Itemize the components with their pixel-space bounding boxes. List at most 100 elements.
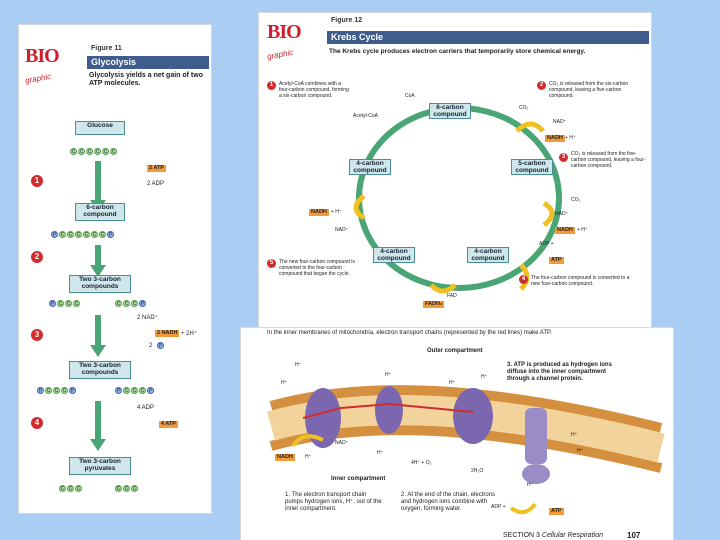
three-carbon-chain-c: P C C C P [37, 387, 76, 395]
phosphate-dot: P [49, 300, 56, 307]
glycolysis-panel: BIO graphic Figure 11 Glycolysis Glycoly… [18, 24, 212, 514]
atp-label: ATP [549, 257, 564, 264]
four-carbon-label-bottom-left: 4-carbon compound [377, 248, 410, 262]
page-number: 107 [627, 531, 640, 540]
nadh-label: NADH [309, 209, 329, 216]
h-plus-label: + H⁺ [577, 227, 588, 233]
phosphate-dot: P [69, 387, 76, 394]
carbon-dot: C [102, 148, 109, 155]
flow-arrow-shaft [95, 161, 101, 201]
carbon-dot: C [83, 231, 90, 238]
bio-graphic-logo: BIO graphic [25, 45, 59, 86]
step-2-text: CO₂ is released from the six-carbon comp… [549, 81, 639, 99]
carrier-curve [517, 124, 543, 131]
phosphate-dot: P [37, 387, 44, 394]
glucose-box: Glucose [75, 121, 125, 135]
phosphate-dot: P [139, 300, 146, 307]
phosphate-dot: P [115, 387, 122, 394]
etc-protein [375, 386, 403, 434]
six-carbon-label: 6-carbon compound [83, 204, 116, 218]
step-1-marker: 1 [267, 81, 276, 90]
carbon-dot: C [131, 485, 138, 492]
carbon-dot: C [53, 387, 60, 394]
co2-label: CO₂ [519, 105, 528, 111]
logo-graphic-text: graphic [24, 72, 51, 85]
phosphate-dot: P [107, 231, 114, 238]
carbon-dot: C [99, 231, 106, 238]
step-1-marker: 1 [31, 175, 43, 187]
carbon-dot: C [59, 231, 66, 238]
adp-label: ADP + [539, 241, 554, 247]
footer-section-number: SECTION 3 [503, 532, 540, 539]
carbon-dot: C [115, 300, 122, 307]
pyruvate-chain-a: C C C [59, 485, 82, 493]
carbon-dot: C [67, 485, 74, 492]
nad-2-label: 2 NAD⁺ [137, 315, 158, 322]
h-plus: H⁺ [449, 380, 455, 386]
h-plus: H⁺ [295, 362, 301, 368]
six-carbon-label: 6-carbon compound [433, 104, 466, 118]
carrier-curve [511, 504, 535, 512]
etc-protein [453, 388, 493, 444]
water-label: 2H₂O [471, 468, 483, 474]
h-plus: H⁺ [385, 372, 391, 378]
atp-2-label: 2 ATP [147, 165, 166, 172]
carbon-dot: C [65, 300, 72, 307]
flow-arrow-head [90, 439, 106, 451]
carbon-dot: C [131, 300, 138, 307]
nadh-2-label: 2 NADH [155, 330, 179, 337]
step-5-text: The new four-carbon compound is converte… [279, 259, 355, 277]
step-5-marker: 5 [267, 259, 276, 268]
four-carbon-box-bottom-right: 4-carbon compound [467, 247, 509, 263]
carbon-dot: C [123, 485, 130, 492]
step-4-text: The four-carbon compound is converted to… [531, 275, 631, 287]
five-carbon-box: 5-carbon compound [511, 159, 553, 175]
glucose-label: Glucose [87, 122, 113, 129]
carbon-dot: C [61, 387, 68, 394]
etc-step2-text: 2. At the end of the chain, electrons an… [401, 492, 497, 513]
etc-panel: In the inner membranes of mitochondria, … [240, 327, 674, 540]
carbon-dot: C [67, 231, 74, 238]
nad-label: NAD⁺ [335, 440, 348, 446]
etc-step1-text: 1. The electron transport chain pumps hy… [285, 492, 385, 513]
step-4-marker: 4 [519, 275, 528, 284]
atp-4-label: 4 ATP [159, 421, 178, 428]
phosphate-dot: P [147, 387, 154, 394]
carbon-dot: C [59, 485, 66, 492]
nadh-label: NADH [275, 454, 295, 461]
h-plus: H⁺ [377, 450, 383, 456]
step-3-marker: 3 [31, 329, 43, 341]
nadh-label: NADH [555, 227, 575, 234]
h-plus: H⁺ [281, 380, 287, 386]
step-1-text: Acetyl-CoA combines with a four-carbon c… [279, 81, 351, 99]
carbon-dot: C [70, 148, 77, 155]
glycolysis-title: Glycolysis [87, 56, 209, 69]
pyruvates-box: Two 3-carbon pyruvates [69, 457, 131, 475]
phosphate-dot: P [51, 231, 58, 238]
h-plus: H⁺ [481, 374, 487, 380]
h-plus-label: + H⁺ [331, 209, 342, 215]
flow-arrow-shaft [95, 245, 101, 267]
carbon-dot: C [78, 148, 85, 155]
carbon-dot: C [123, 387, 130, 394]
carbon-dot: C [131, 387, 138, 394]
h-plus-label: + H⁺ [565, 135, 576, 141]
carbon-dot: C [86, 148, 93, 155]
two-3carbon-label-1: Two 3-carbon compounds [79, 276, 121, 290]
two-3carbon-box-2: Two 3-carbon compounds [69, 361, 131, 379]
four-carbon-box-bottom-left: 4-carbon compound [373, 247, 415, 263]
h-plus: H⁺ [305, 454, 311, 460]
carbon-dot: C [75, 231, 82, 238]
atp-synthase-channel [525, 408, 547, 464]
carbon-dot: C [94, 148, 101, 155]
coa-label: CoA [405, 93, 415, 99]
krebs-panel: BIO graphic Figure 12 Krebs Cycle The Kr… [258, 12, 652, 330]
nad-label: NAD⁺ [553, 119, 566, 125]
carbon-dot: C [110, 148, 117, 155]
nad-label: NAD⁺ [555, 211, 568, 217]
three-carbon-chain-b: C C C P [115, 300, 146, 308]
pyruvate-chain-b: C C C [115, 485, 138, 493]
two-3carbon-box-1: Two 3-carbon compounds [69, 275, 131, 293]
co2-label: CO₂ [571, 197, 580, 203]
